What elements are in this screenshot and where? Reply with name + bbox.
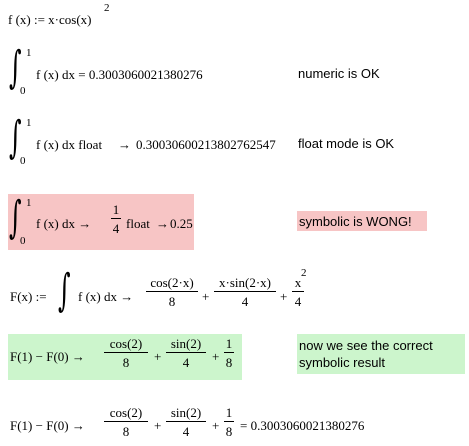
- integral-symbol: ∫: [9, 192, 22, 243]
- term-one-eighth-num: 1: [225, 336, 233, 351]
- term-square: x 4: [292, 276, 304, 308]
- term-cos: cos(2) 8: [104, 406, 148, 438]
- int-numeric-expr: f (x) dx = 0.3003060021380276: [36, 67, 203, 82]
- term-sin-num: sin(2): [170, 405, 202, 420]
- diff-lhs: F(1) − F(0) →: [10, 349, 85, 364]
- term-one-eighth-den: 8: [225, 355, 233, 370]
- term-sin-den: 4: [241, 294, 249, 309]
- term-sin-den: 4: [182, 424, 190, 439]
- note-correct-region: now we see the correct symbolic result: [297, 334, 465, 374]
- lower-limit: 0: [20, 155, 26, 167]
- def-F-lhs: F(x) :=: [10, 289, 47, 304]
- int-float-expr: f (x) dx float: [36, 137, 103, 152]
- term-cos-num: cos(2): [109, 336, 143, 351]
- plus-sign: +: [280, 289, 288, 304]
- frac-bar: [104, 421, 148, 422]
- int-symbolic-region[interactable]: ∫ 1 0 f (x) dx → 1 4 float → 0.25: [8, 194, 194, 250]
- int-float-region[interactable]: ∫ 1 0 f (x) dx float → 0.300306002138027…: [0, 116, 290, 168]
- frac-denominator: 4: [112, 221, 120, 236]
- def-F-integrand: f (x) dx →: [78, 289, 134, 304]
- note-correct-line1: now we see the correct: [299, 338, 433, 353]
- def-f-exponent: 2: [104, 2, 110, 14]
- plus-sign: +: [212, 349, 220, 364]
- term-one-eighth: 1 8: [224, 406, 234, 438]
- term-cos-den: 8: [168, 294, 176, 309]
- term-cos-num: cos(2·x): [150, 275, 194, 290]
- frac-bar: [166, 352, 206, 353]
- diff-lhs: F(1) − F(0) →: [10, 418, 85, 433]
- term-cos: cos(2·x) 8: [146, 276, 198, 308]
- term-sin-num: x·sin(2·x): [219, 275, 271, 290]
- def-f-text: f (x) := x·cos(x): [8, 12, 92, 27]
- upper-limit: 1: [26, 117, 32, 129]
- int-numeric-region[interactable]: ∫ 1 0 f (x) dx = 0.3003060021380276: [0, 46, 260, 98]
- plus-sign: +: [202, 289, 210, 304]
- note-numeric: numeric is OK: [298, 66, 380, 81]
- def-F-region[interactable]: F(x) := ∫ f (x) dx → cos(2·x) 8 + x·sin(…: [0, 264, 320, 318]
- frac-bar: [224, 352, 234, 353]
- term-sin: x·sin(2·x) 4: [214, 276, 276, 308]
- frac-bar: [224, 421, 234, 422]
- term-one-eighth: 1 8: [224, 337, 234, 369]
- arrow: →: [118, 137, 131, 152]
- arrow: →: [156, 216, 169, 231]
- float-keyword: float: [126, 216, 150, 231]
- integral-symbol: ∫: [9, 112, 22, 163]
- upper-limit: 1: [26, 47, 32, 59]
- integral-symbol: ∫: [9, 42, 22, 93]
- term-one-eighth-num: 1: [225, 405, 233, 420]
- frac-bar: [292, 291, 304, 292]
- frac-numerator: 1: [112, 202, 120, 217]
- term-sin-den: 4: [182, 355, 190, 370]
- plus-sign: +: [154, 349, 162, 364]
- term-cos: cos(2) 8: [104, 337, 148, 369]
- term-sin: sin(2) 4: [166, 337, 206, 369]
- int-symbolic-expr: f (x) dx →: [36, 216, 92, 231]
- diff-numeric-result: = 0.3003060021380276: [240, 418, 365, 433]
- lower-limit: 0: [20, 85, 26, 97]
- term-sin-num: sin(2): [170, 336, 202, 351]
- int-symbolic-result: 0.25: [170, 216, 193, 231]
- def-f-region[interactable]: f (x) := x·cos(x) 2: [0, 0, 140, 28]
- term-cos-den: 8: [122, 355, 130, 370]
- frac-bar: [166, 421, 206, 422]
- note-symbolic-region: symbolic is WONG!: [297, 211, 427, 231]
- integral-symbol: ∫: [58, 265, 71, 316]
- frac-bar: [214, 291, 276, 292]
- term-square-exponent: 2: [301, 267, 307, 279]
- frac-bar: [104, 352, 148, 353]
- diff-numeric-region[interactable]: F(1) − F(0) → cos(2) 8 + sin(2) 4 + 1 8 …: [8, 402, 388, 446]
- plus-sign: +: [154, 418, 162, 433]
- diff-symbolic-region[interactable]: F(1) − F(0) → cos(2) 8 + sin(2) 4 + 1 8: [8, 334, 242, 380]
- plus-sign: +: [212, 418, 220, 433]
- frac-bar: [111, 218, 121, 219]
- upper-limit: 1: [26, 197, 32, 209]
- lower-limit: 0: [20, 235, 26, 247]
- term-one-eighth-den: 8: [225, 424, 233, 439]
- note-float: float mode is OK: [298, 136, 395, 151]
- term-square-den: 4: [294, 294, 302, 309]
- int-float-result: 0.30030600213802762547: [136, 137, 276, 152]
- note-symbolic: symbolic is WONG!: [299, 214, 412, 229]
- frac-bar: [146, 291, 198, 292]
- fraction-one-quarter: 1 4: [111, 203, 121, 235]
- term-sin: sin(2) 4: [166, 406, 206, 438]
- note-correct-line2: symbolic result: [299, 355, 385, 370]
- term-cos-den: 8: [122, 424, 130, 439]
- term-cos-num: cos(2): [109, 405, 143, 420]
- term-square-num: x: [294, 275, 302, 290]
